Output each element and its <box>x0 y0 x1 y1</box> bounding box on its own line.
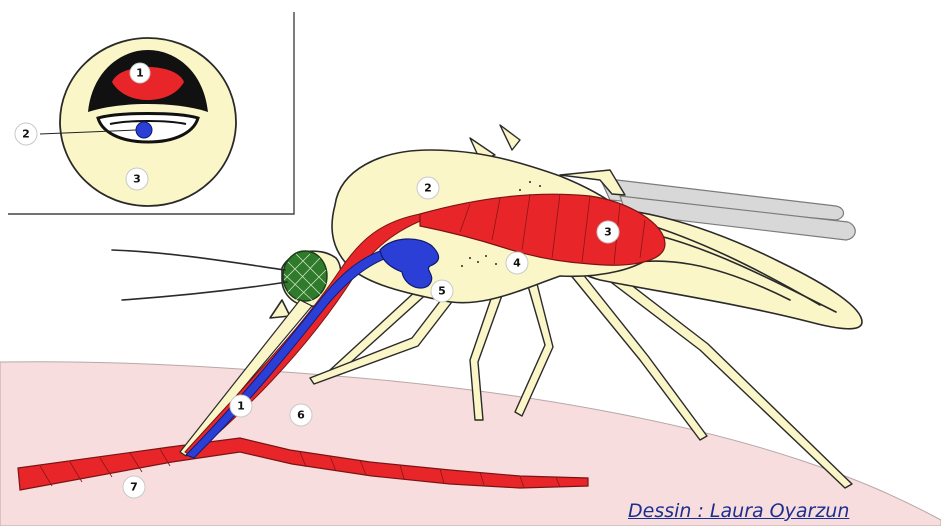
drawing-credit: Dessin : Laura Oyarzun <box>628 498 941 524</box>
cross-section-inset <box>8 12 294 214</box>
label-4-thorax-side: 4 <box>506 252 528 274</box>
svg-text:3: 3 <box>133 173 141 186</box>
svg-text:4: 4 <box>513 257 521 270</box>
svg-text:2: 2 <box>424 182 432 195</box>
svg-text:6: 6 <box>297 409 305 422</box>
svg-text:5: 5 <box>438 285 446 298</box>
svg-text:7: 7 <box>130 481 138 494</box>
svg-text:3: 3 <box>604 226 612 239</box>
svg-text:2: 2 <box>22 128 30 141</box>
inset-label-3: 3 <box>126 168 148 190</box>
inset-label-1: 1 <box>130 63 150 83</box>
label-1-duct: 1 <box>230 395 252 417</box>
svg-text:1: 1 <box>136 67 144 80</box>
label-6-salivary-duct: 6 <box>290 404 312 426</box>
svg-text:1: 1 <box>237 400 245 413</box>
inset-label-2: 2 <box>15 123 37 145</box>
label-2-thorax: 2 <box>417 177 439 199</box>
antennae <box>112 250 290 318</box>
label-7-blood-vessel: 7 <box>123 476 145 498</box>
label-3-muscle: 3 <box>597 221 619 243</box>
label-5-salivary-gland: 5 <box>431 280 453 302</box>
